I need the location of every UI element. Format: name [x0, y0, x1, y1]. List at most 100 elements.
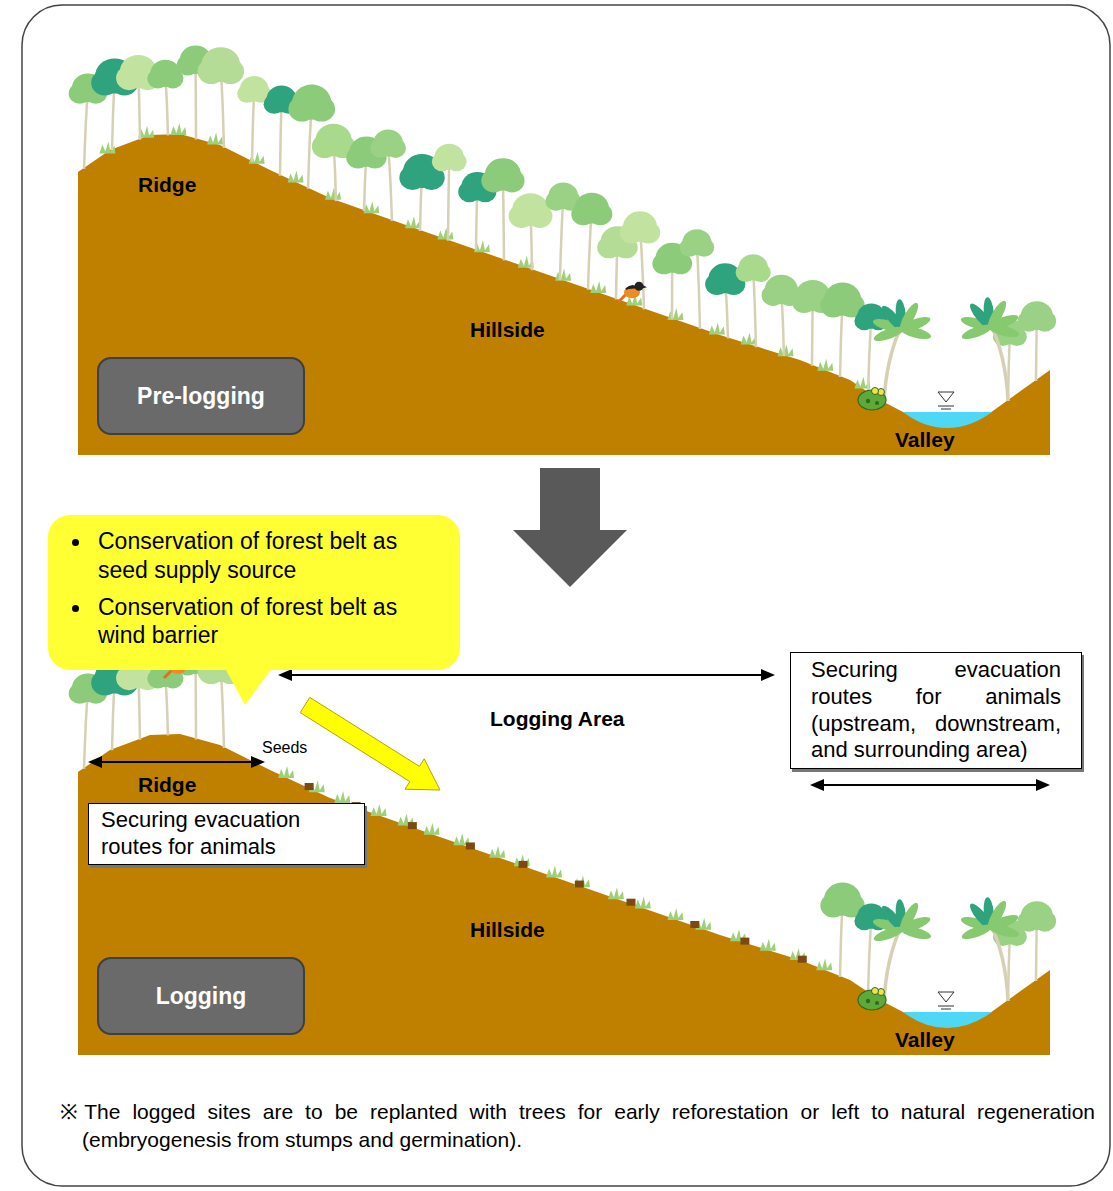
tree-crown — [575, 193, 609, 224]
forested-slope — [69, 45, 1056, 455]
tree-stump — [740, 938, 749, 945]
tree — [854, 303, 888, 393]
frog-spot — [866, 399, 870, 403]
grass-tuft — [709, 323, 725, 335]
tree-crown — [824, 283, 861, 316]
grass-tuft — [608, 887, 624, 899]
ground — [78, 734, 1050, 1055]
box-text: Securing evacuation routes for animals (… — [811, 657, 1061, 764]
tree-crown — [201, 47, 240, 82]
seed-arrow — [300, 697, 440, 790]
grass-tuft — [437, 228, 453, 240]
tree-crown — [373, 130, 403, 157]
tree-crown — [709, 263, 742, 293]
grass-tuft — [424, 823, 440, 835]
frog — [858, 988, 886, 1011]
bullet-item: Conservation of forest belt as wind barr… — [72, 593, 444, 651]
tree — [820, 883, 864, 977]
frog-eye — [872, 388, 879, 395]
terrain-label: Valley — [895, 427, 955, 452]
arrowhead — [88, 756, 102, 768]
tree-crown — [240, 76, 268, 102]
area-label: Logging Area — [490, 706, 625, 731]
tree-stump — [519, 861, 528, 868]
arrowhead — [810, 779, 824, 791]
grass-tuft — [405, 216, 421, 228]
arrow-label: Seeds — [262, 738, 307, 757]
frog-spot — [875, 1001, 879, 1005]
bullet-text: Conservation of forest belt as seed supp… — [98, 527, 398, 585]
grass-tuft — [778, 344, 794, 356]
info-box: Securing evacuation routes for animals (… — [790, 652, 1082, 769]
terrain-label: Hillside — [470, 917, 545, 942]
frog-eye — [872, 988, 879, 995]
grass-tuft — [325, 188, 341, 200]
bird-head — [635, 282, 644, 291]
bullet-text: Conservation of forest belt as wind barr… — [98, 593, 398, 651]
tree-crown — [1021, 301, 1053, 330]
tree — [820, 283, 864, 377]
terrain-label: Ridge — [138, 772, 196, 797]
grass-tuft — [555, 269, 571, 281]
water-symbol — [938, 406, 954, 407]
bird — [618, 282, 647, 303]
tree-crown — [824, 883, 861, 916]
grass-tuft — [741, 333, 757, 345]
palm-frond — [960, 322, 993, 342]
grass-tuft — [574, 875, 590, 887]
frog-spot — [866, 999, 870, 1003]
tree-crown — [315, 124, 351, 156]
arrowhead — [278, 669, 292, 681]
tree — [545, 182, 581, 280]
stage-title: Logging — [156, 983, 247, 1010]
stream-water — [903, 1012, 992, 1028]
tree — [1018, 301, 1056, 381]
grass-tuft — [760, 939, 776, 951]
water-symbol — [941, 1009, 951, 1010]
dimension-line — [290, 674, 763, 676]
frame — [22, 5, 1110, 1186]
grass-tuft — [816, 958, 832, 970]
tree — [198, 47, 245, 148]
tree-stump — [408, 822, 417, 829]
palm-tree — [872, 299, 933, 403]
palm-tree — [872, 899, 933, 1003]
tree-stump — [690, 921, 699, 928]
bird-tail — [164, 670, 172, 678]
bullet-item: Conservation of forest belt as seed supp… — [72, 527, 444, 585]
grass-tuft — [371, 804, 387, 816]
tree — [509, 193, 553, 270]
terrain-label: Valley — [895, 1027, 955, 1052]
bird-tail — [618, 294, 626, 302]
tree — [762, 275, 801, 356]
tree — [147, 60, 183, 136]
tree-crown — [739, 254, 768, 280]
grass-tuft — [334, 791, 350, 803]
tree-stump — [626, 899, 635, 906]
tree-crown — [548, 182, 578, 209]
bullet-dot — [72, 605, 79, 612]
palm-frond — [987, 322, 1020, 340]
tree — [1018, 901, 1056, 981]
grass-tuft — [546, 866, 562, 878]
tree-crown — [150, 60, 180, 87]
tree-crown — [485, 158, 521, 190]
palm-frond — [872, 324, 905, 344]
arrowhead — [251, 756, 265, 768]
palm-frond — [899, 324, 932, 342]
info-box: Securing evacuation routes for animals — [88, 803, 365, 865]
dimension-line — [100, 761, 253, 763]
grass-tuft — [667, 308, 683, 320]
stage-badge: Logging — [97, 957, 305, 1035]
grass-tuft — [667, 908, 683, 920]
note-callout: Conservation of forest belt as seed supp… — [48, 515, 460, 670]
tree-stump — [575, 881, 584, 888]
grass-tuft — [363, 201, 379, 213]
grass-tuft — [817, 359, 833, 371]
ground — [78, 134, 1050, 455]
stage-badge: Pre-logging — [97, 357, 305, 435]
tree-stump — [466, 842, 475, 849]
terrain-label: Ridge — [138, 172, 196, 197]
water-symbol — [938, 1006, 954, 1007]
stream-water — [903, 412, 992, 428]
